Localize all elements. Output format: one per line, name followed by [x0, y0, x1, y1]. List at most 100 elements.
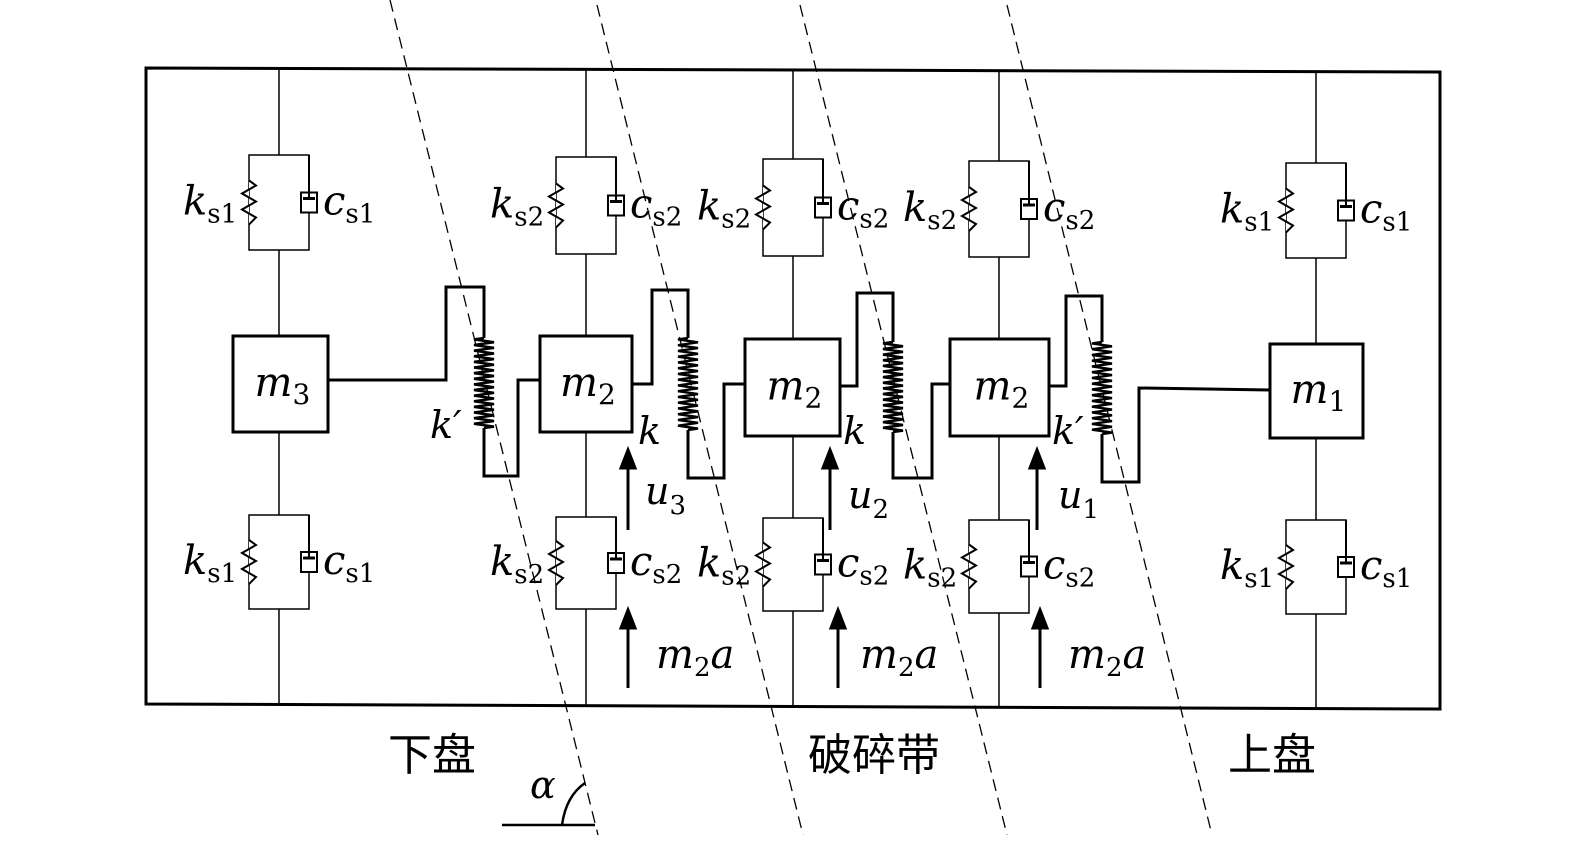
masses: m3 m2 m2 m2 m1 [231, 334, 1365, 440]
mass-box [948, 337, 1051, 438]
unit-frame [762, 517, 824, 612]
coupling-spring-2 [677, 336, 699, 432]
c-label-bot-col4: cs2 [1043, 543, 1095, 594]
k-label-top-col1: ks1 [183, 179, 237, 230]
c-label-bot-col2: cs2 [630, 539, 682, 590]
c-label-bot-col1: cs1 [323, 538, 375, 589]
angle-label: α [530, 763, 556, 807]
k-label-bot-col5: ks1 [1220, 543, 1274, 594]
angle-arc [560, 781, 586, 826]
zone-label-hanging-wall: 上盘 [1228, 730, 1316, 781]
spring-damper-top-col2: ks2 cs2 [490, 156, 682, 255]
unit-spring [959, 186, 979, 232]
coupling-path-1 [328, 285, 540, 478]
coupling-spring-1 [473, 336, 495, 430]
mass-box [1268, 342, 1365, 440]
force-label-1: m2a [656, 632, 734, 683]
spring-damper-top-col4: ks2 cs2 [903, 160, 1095, 258]
force-label-2: m2a [860, 632, 938, 683]
unit-frame [248, 514, 310, 610]
mass-label: m2 [767, 364, 823, 415]
c-label-top-col5: cs1 [1360, 187, 1412, 238]
unit-spring [546, 540, 566, 586]
c-label-top-col3: cs2 [837, 184, 889, 235]
coupling-label-1: k′ [430, 403, 462, 447]
k-label-bot-col4: ks2 [903, 543, 957, 594]
fault-line-1 [389, 0, 599, 836]
mass-col1: m3 [231, 334, 330, 434]
c-label-top-col4: cs2 [1043, 185, 1095, 236]
outer-frame [144, 66, 1442, 711]
fault-line-3 [799, 4, 1008, 836]
coupling-paths [328, 285, 1271, 484]
coupling-path-2 [632, 288, 745, 480]
force-label-3: m2a [1068, 632, 1146, 683]
unit-spring [753, 541, 773, 588]
mass-label: m1 [1291, 367, 1347, 418]
spring-damper-bot-col3: ks2 cs2 [697, 517, 889, 612]
unit-spring [239, 539, 259, 585]
spring-damper-bot-col2: ks2 cs2 [490, 516, 682, 610]
mass-label: m3 [255, 360, 311, 411]
mass-col4: m2 [948, 337, 1051, 438]
force-arrowhead-3 [1030, 605, 1050, 630]
coupling-springs [473, 336, 1113, 436]
u3-label: u3 [645, 469, 686, 521]
fault-lines [389, 0, 1213, 836]
mass-col2: m2 [538, 334, 634, 434]
coupling-label-2: k [638, 409, 661, 453]
coupling-spring-4 [1091, 340, 1113, 436]
c-label-bot-col3: cs2 [837, 541, 889, 592]
unit-spring [1276, 544, 1296, 590]
spring-damper-bot-col1: ks1 cs1 [183, 514, 375, 610]
mass-col5: m1 [1268, 342, 1365, 440]
coupling-path-3 [840, 291, 950, 480]
spring-damper-bot-col4: ks2 cs2 [903, 519, 1095, 614]
displacement-arrows [618, 445, 1047, 530]
u3-arrowhead [618, 445, 638, 470]
force-arrowhead-2 [828, 605, 848, 630]
unit-spring [239, 179, 259, 226]
u2-label: u2 [848, 473, 889, 525]
unit-spring [753, 184, 773, 231]
zone-label-fracture-zone: 破碎带 [808, 730, 940, 781]
coupling-label-4: k′ [1052, 409, 1084, 453]
mass-box [231, 334, 330, 434]
force-arrows [618, 605, 1050, 688]
angle-marker [502, 781, 595, 827]
u1-label: u1 [1058, 473, 1099, 525]
c-label-top-col2: cs2 [630, 182, 682, 233]
u2-arrowhead [820, 445, 840, 470]
k-label-bot-col2: ks2 [490, 539, 544, 590]
k-label-top-col2: ks2 [490, 182, 544, 233]
force-arrowhead-1 [618, 605, 638, 630]
zone-label-footwall: 下盘 [388, 730, 476, 781]
coupling-label-3: k [843, 409, 866, 453]
k-label-bot-col1: ks1 [183, 538, 237, 589]
fault-line-2 [596, 4, 804, 836]
coupling-path-4 [1049, 294, 1271, 484]
mass-box [743, 337, 842, 438]
mass-col3: m2 [743, 337, 842, 438]
k-label-top-col4: ks2 [903, 185, 957, 236]
unit-spring [959, 543, 979, 590]
spring-damper-top-col1: ks1 cs1 [183, 154, 375, 251]
u1-arrowhead [1027, 445, 1047, 470]
unit-spring [546, 182, 566, 229]
spring-damper-top-col5: ks1 cs1 [1220, 162, 1412, 259]
coupling-spring-3 [882, 340, 904, 434]
mass-label: m2 [560, 360, 616, 411]
spring-damper-bot-col5: ks1 cs1 [1220, 519, 1412, 615]
unit-frame [762, 158, 824, 257]
k-label-top-col5: ks1 [1220, 187, 1274, 238]
unit-spring [1276, 187, 1296, 234]
c-label-top-col1: cs1 [323, 179, 375, 230]
k-label-bot-col3: ks2 [697, 541, 751, 592]
c-label-bot-col5: cs1 [1360, 543, 1412, 594]
mass-box [538, 334, 634, 434]
unit-frame [555, 516, 617, 610]
mass-label: m2 [974, 364, 1030, 415]
